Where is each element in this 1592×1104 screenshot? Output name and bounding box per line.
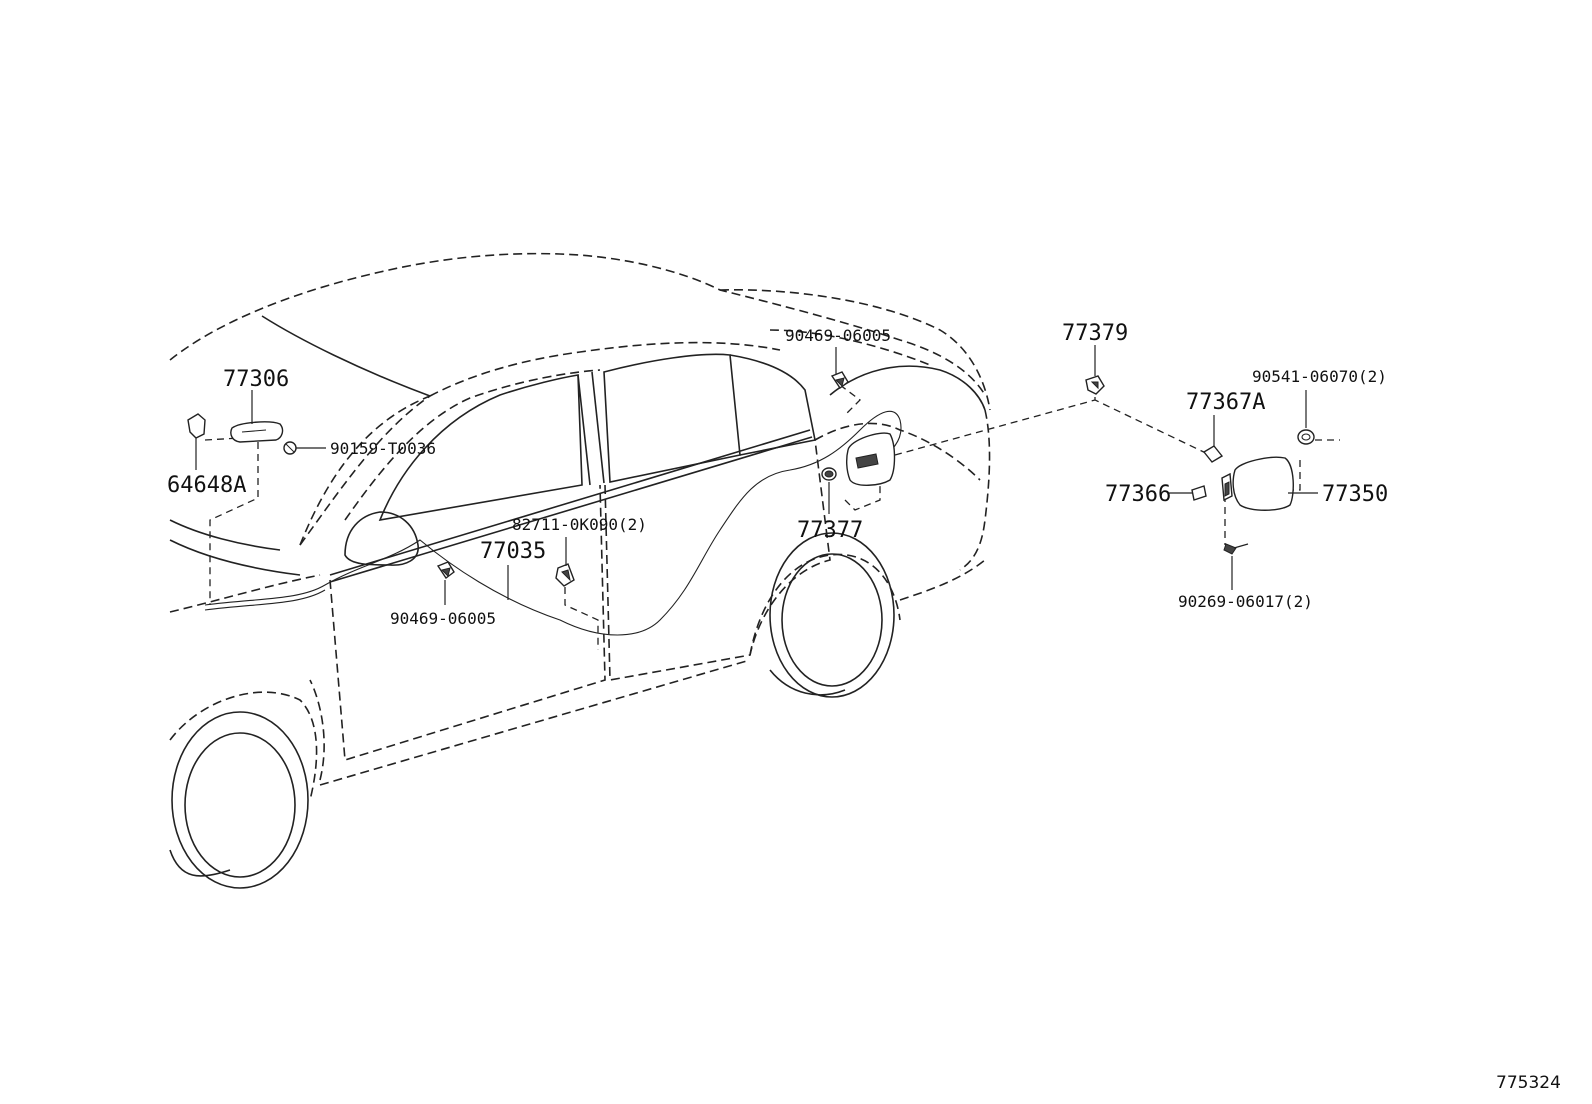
callout-90159-t0036: 90159-T0036 (330, 439, 436, 458)
part-77366-spring (1191, 485, 1207, 501)
part-90269-screw (1223, 543, 1249, 555)
callout-90269-06017: 90269-06017(2) (1178, 592, 1313, 611)
callout-77350: 77350 (1322, 482, 1388, 507)
part-77379-lock (1085, 375, 1105, 395)
callout-90469-06005-top: 90469-06005 (785, 326, 891, 345)
part-90469-clip-bottom (436, 561, 455, 580)
callout-90469-06005-bottom: 90469-06005 (390, 609, 496, 628)
callout-77377: 77377 (797, 518, 863, 543)
callout-77035: 77035 (480, 539, 546, 564)
part-77306-lever (230, 421, 284, 443)
part-77350-fuel-door (1221, 456, 1294, 511)
callout-77367a: 77367A (1186, 390, 1265, 415)
opener-cable (204, 410, 902, 636)
callout-77366: 77366 (1105, 482, 1171, 507)
part-82711-clamp (555, 563, 575, 587)
callout-82711-0k090: 82711-0K090(2) (512, 515, 647, 534)
part-fuel-door-housing (845, 432, 896, 486)
car-body-outline (169, 252, 991, 889)
diagram-reference-number: 775324 (1496, 1073, 1561, 1093)
part-90159-screw (283, 441, 297, 455)
callout-64648a: 64648A (167, 473, 246, 498)
leader-lines (251, 345, 1318, 605)
part-64648a-bracket (187, 413, 206, 470)
part-90469-clip-top (830, 371, 849, 390)
part-90541-cushion (1297, 429, 1315, 445)
part-77367a-hinge (1202, 445, 1224, 463)
callout-77306: 77306 (223, 367, 289, 392)
callout-90541-06070: 90541-06070(2) (1252, 367, 1387, 386)
assembly-lines (204, 384, 1340, 650)
callout-77379: 77379 (1062, 321, 1128, 346)
callout-labels: 77306 64648A 90159-T0036 90469-06005 904… (167, 321, 1388, 628)
part-77377-cushion (821, 467, 837, 481)
